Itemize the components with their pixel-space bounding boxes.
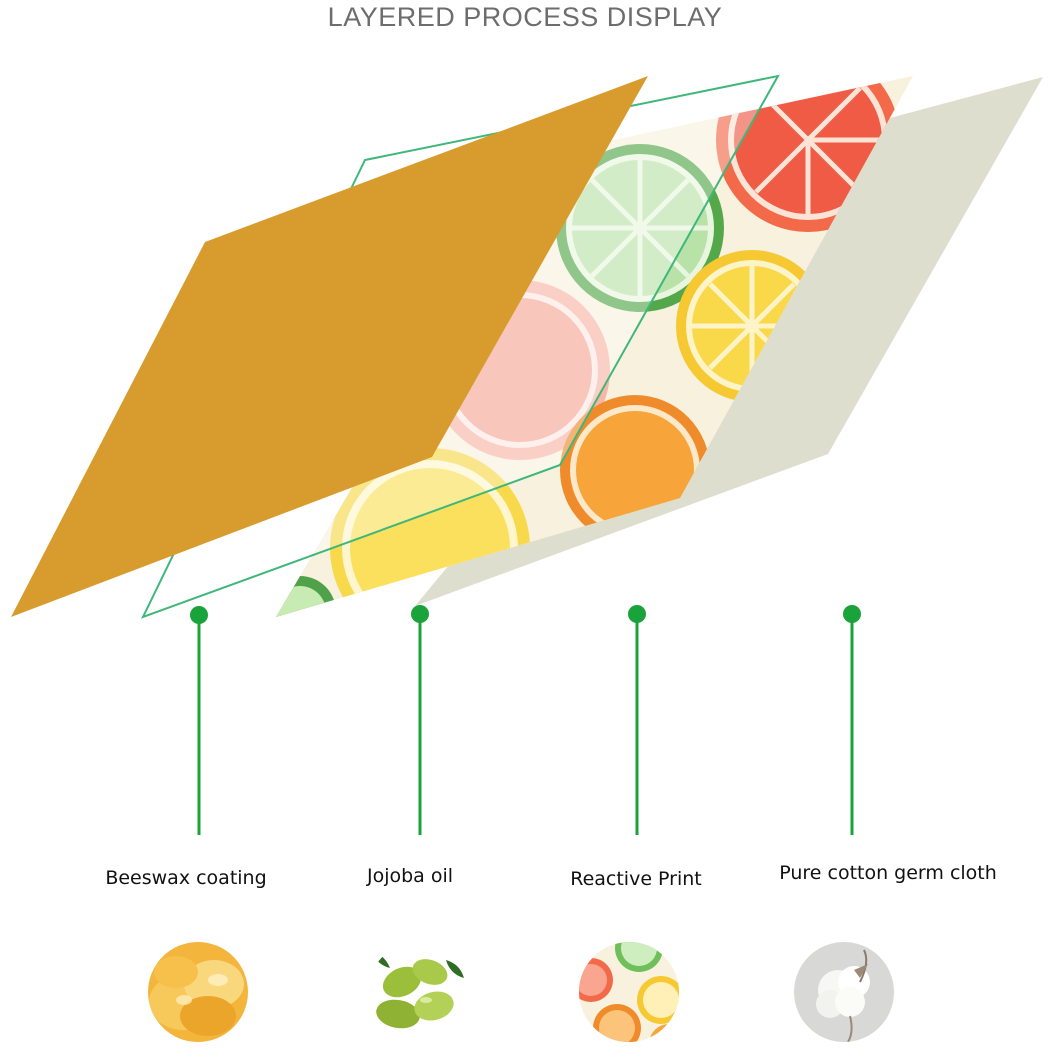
connector-reactive-print	[628, 605, 646, 835]
label-jojoba-oil: Jojoba oil	[366, 865, 454, 887]
connector-cotton	[843, 605, 861, 835]
label-reactive-print: Reactive Print	[570, 868, 702, 890]
cotton-icon	[794, 942, 894, 1042]
label-beeswax-coating: Beeswax coating	[105, 867, 267, 889]
jojoba-icon	[368, 942, 468, 1042]
page-title: LAYERED PROCESS DISPLAY	[327, 2, 723, 32]
citrus-print-icon	[579, 942, 679, 1042]
label-pure-cotton-germ-cloth: Pure cotton germ cloth	[779, 862, 997, 884]
beeswax-icon	[148, 942, 248, 1042]
beeswax-layer	[11, 76, 648, 617]
connector-jojoba	[411, 605, 429, 835]
connector-beeswax	[190, 606, 208, 835]
